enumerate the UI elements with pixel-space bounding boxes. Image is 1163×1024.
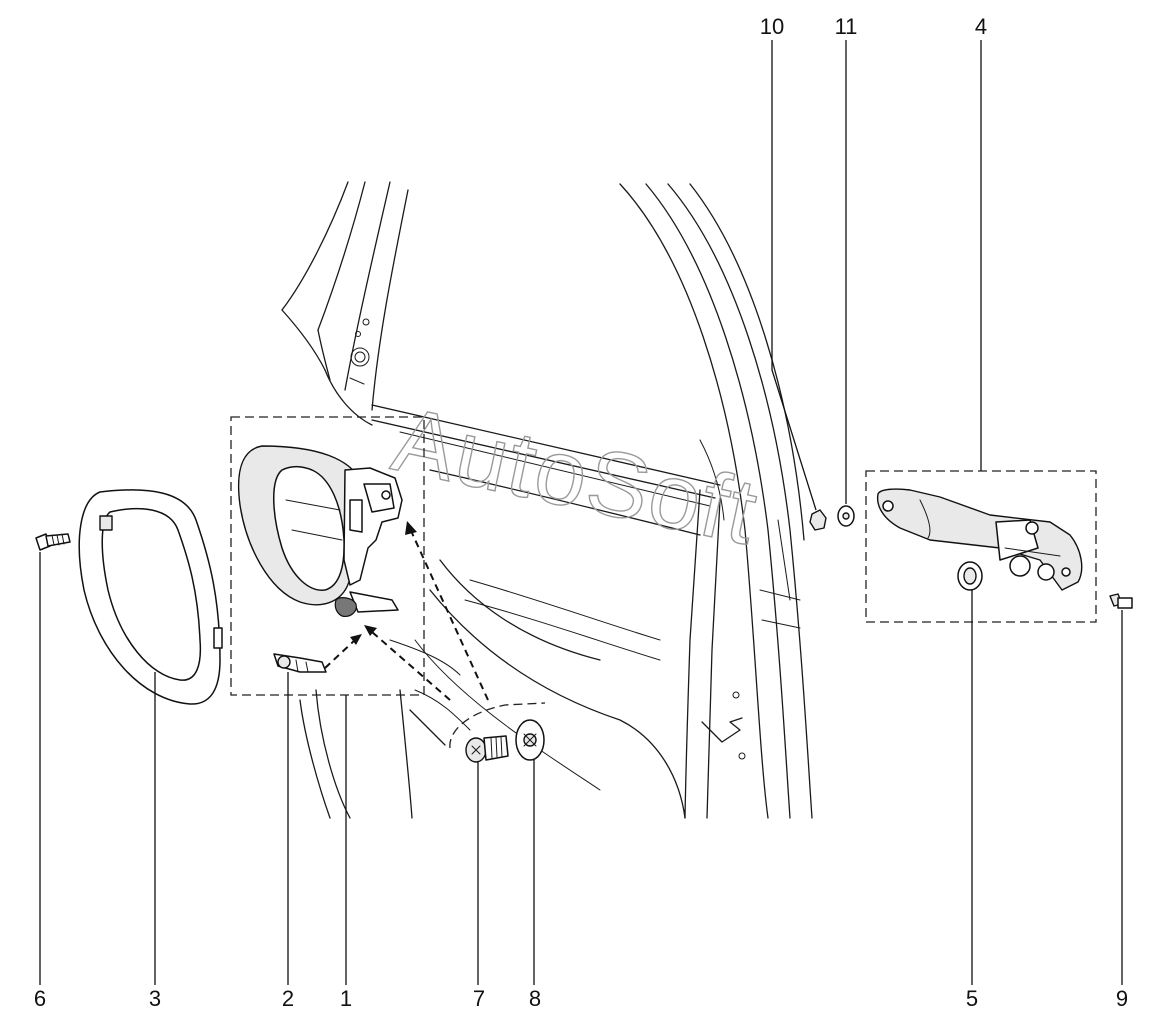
arrow-head-upper: [405, 521, 417, 535]
assembly-direction-arrows: [324, 521, 546, 749]
nut-part-10: [809, 509, 827, 531]
trim-bezel-part-3: [78, 489, 223, 705]
retaining-clip-part-2: [273, 653, 327, 673]
callout-10: 10: [760, 14, 784, 39]
leader-lines: [39, 40, 1123, 985]
callout-1: 1: [340, 986, 352, 1011]
exterior-handle-part-4: [876, 488, 1083, 591]
watermark-text: AutoSoft: [385, 388, 767, 564]
screw-part-9: [1109, 593, 1133, 609]
interior-handle-group-box: [230, 416, 425, 696]
arrow-head-screw: [364, 625, 377, 636]
callout-labels: 6 3 2 1 7 8 5 9 10 11 4: [34, 14, 1128, 1011]
callout-3: 3: [149, 986, 161, 1011]
callout-8: 8: [529, 986, 541, 1011]
screw-part-6: [35, 533, 71, 551]
callout-7: 7: [473, 986, 485, 1011]
grommet-part-5: [957, 561, 983, 591]
screw-part-7: [465, 735, 509, 763]
callout-9: 9: [1116, 986, 1128, 1011]
callout-11: 11: [835, 14, 858, 39]
callout-4: 4: [975, 14, 987, 39]
washer-part-11: [837, 505, 855, 527]
door-body-outline: [281, 181, 813, 819]
arrow-head-clip: [350, 634, 362, 645]
callout-6: 6: [34, 986, 46, 1011]
callout-5: 5: [966, 986, 978, 1011]
washer-part-8: [515, 719, 545, 761]
callout-2: 2: [282, 986, 294, 1011]
interior-handle-part-1: [237, 445, 403, 617]
